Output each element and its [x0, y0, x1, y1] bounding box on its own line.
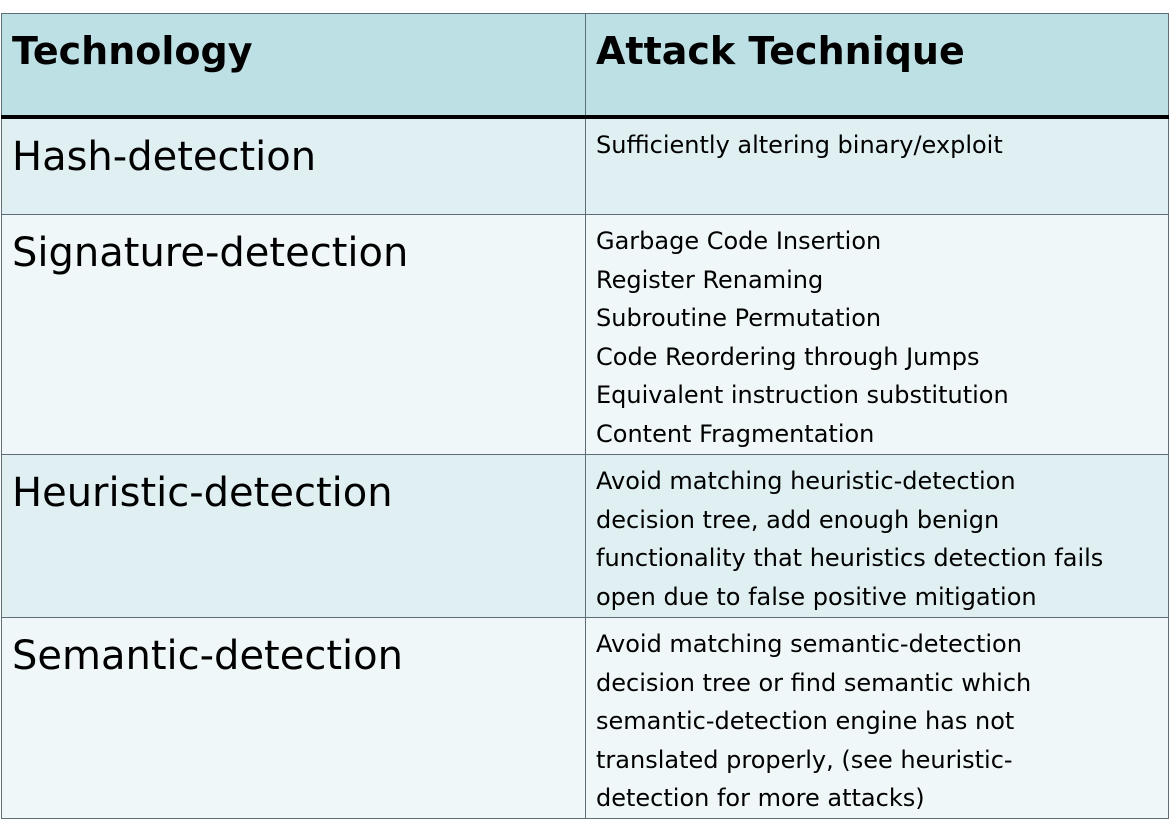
technology-cell: Semantic-detection	[1, 617, 586, 819]
attack-technique-cell: Garbage Code Insertion Register Renaming…	[585, 214, 1169, 455]
table-row: Signature-detection Garbage Code Inserti…	[1, 214, 1169, 455]
attack-line: Garbage Code Insertion	[596, 227, 882, 255]
attack-line: translated properly, (see heuristic-	[596, 745, 1013, 774]
table-row: Heuristic-detection Avoid matching heuri…	[1, 454, 1169, 618]
attack-technique-cell: Sufficiently altering binary/exploit	[585, 116, 1169, 215]
attack-technique-cell: Avoid matching heuristic-detection decis…	[585, 454, 1169, 618]
technology-cell: Signature-detection	[1, 214, 586, 455]
attack-technique-cell: Avoid matching semantic-detection decisi…	[585, 617, 1169, 819]
attack-line: Sufficiently altering binary/exploit	[596, 130, 1003, 159]
attack-line: detection for more attacks)	[596, 784, 925, 812]
attack-line: open due to false positive mitigation	[596, 582, 1037, 611]
attack-line: Avoid matching semantic-detection	[596, 630, 1022, 658]
technology-cell: Heuristic-detection	[1, 454, 586, 618]
attack-line: semantic-detection engine has not	[596, 707, 1015, 735]
attack-line: Content Fragmentation	[596, 419, 875, 448]
technology-cell: Hash-detection	[1, 116, 586, 215]
attack-line: Equivalent instruction substitution	[596, 381, 1009, 409]
attack-line: Code Reordering through Jumps	[596, 342, 980, 371]
attack-line: functionality that heuristics detection …	[596, 544, 1104, 572]
header-technology: Technology	[1, 13, 586, 119]
attack-line: Avoid matching heuristic-detection	[596, 467, 1016, 495]
detection-attack-table: Technology Attack Technique Hash-detecti…	[1, 13, 1169, 819]
header-attack-technique: Attack Technique	[585, 13, 1169, 119]
attack-line: decision tree, add enough benign	[596, 505, 1000, 534]
attack-line: decision tree or find semantic which	[596, 668, 1032, 697]
table-row: Semantic-detection Avoid matching semant…	[1, 617, 1169, 819]
attack-line: Register Renaming	[596, 265, 824, 294]
table-header-row: Technology Attack Technique	[1, 13, 1169, 119]
attack-line: Subroutine Permutation	[596, 304, 882, 332]
table-row: Hash-detection Sufficiently altering bin…	[1, 116, 1169, 215]
